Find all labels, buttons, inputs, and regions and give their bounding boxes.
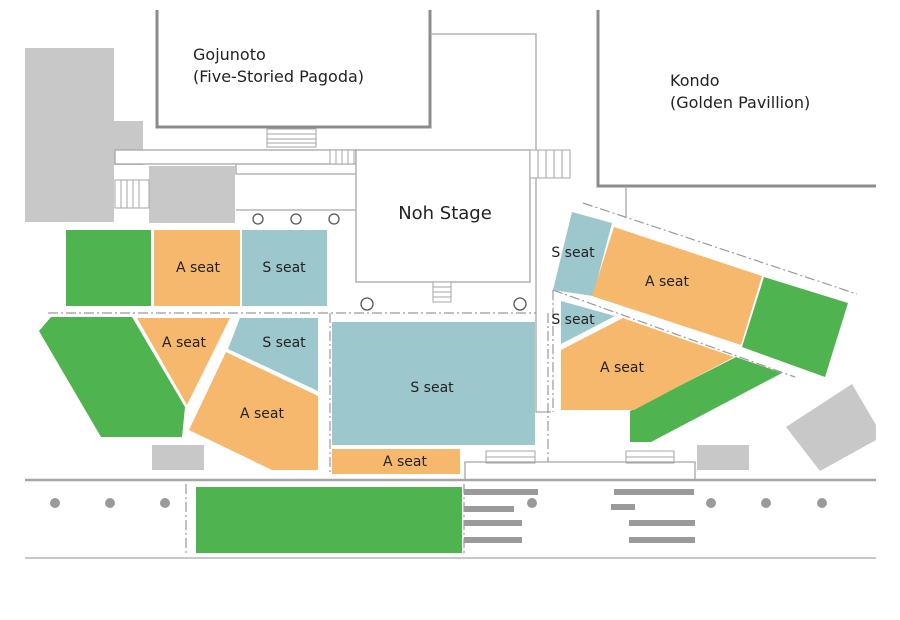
kondo-label: Kondo (670, 71, 720, 90)
boundary-line (582, 202, 858, 295)
seat-label: S seat (551, 312, 595, 328)
seat-label: A seat (176, 260, 221, 276)
gray-building-mid (149, 166, 235, 223)
gojunoto-label: Gojunoto (193, 45, 266, 64)
seat-label: A seat (645, 274, 690, 290)
green-area (630, 357, 782, 442)
seat-label: S seat (551, 245, 595, 261)
noh-stage (355, 149, 531, 283)
seat-label: S seat (262, 260, 306, 276)
a-seat-block[interactable] (189, 352, 318, 470)
gojunoto-subtitle: (Five-Storied Pagoda) (193, 67, 364, 86)
pillar (290, 213, 302, 225)
pillar (513, 297, 527, 311)
bench-group-left (464, 489, 538, 543)
stairs-bottom-2 (625, 450, 675, 464)
road-marker (761, 498, 771, 508)
seat-label: A seat (162, 335, 207, 351)
s-seat-block[interactable] (561, 301, 615, 344)
stairs-top (266, 128, 317, 148)
stairs-left (114, 179, 150, 209)
gray-building-right (786, 384, 876, 471)
road-marker (105, 498, 115, 508)
s-seat-block[interactable] (228, 318, 318, 391)
pillar (252, 213, 264, 225)
a-seat-block[interactable] (154, 230, 240, 306)
gray-block-bottom-right (697, 445, 749, 470)
boundary-line (552, 289, 796, 378)
noh-stage-label: Noh Stage (398, 203, 492, 224)
seat-label: S seat (410, 380, 454, 396)
gray-building-left (25, 48, 143, 222)
a-seat-block[interactable] (592, 227, 762, 345)
green-area (196, 487, 462, 553)
seat-label: A seat (383, 454, 428, 470)
stairs-stage (432, 281, 452, 303)
a-seat-block[interactable] (332, 449, 460, 474)
corridor (114, 149, 357, 165)
pillar (360, 297, 374, 311)
wall-line (535, 178, 551, 413)
s-seat-block[interactable] (242, 230, 327, 306)
road-marker (160, 498, 170, 508)
road-marker (706, 498, 716, 508)
wall-line (235, 164, 356, 175)
a-seat-block[interactable] (137, 318, 230, 405)
s-seat-block[interactable] (332, 322, 535, 445)
s-seat-block[interactable] (553, 212, 612, 296)
bench-group-right (611, 489, 695, 543)
gojunoto-building (155, 10, 432, 129)
stairs-right (529, 149, 571, 179)
kondo-subtitle: (Golden Pavillion) (670, 93, 810, 112)
stairs-bottom-1 (485, 450, 536, 464)
stairs-corridor (329, 149, 355, 165)
gray-block-bottom-left (152, 445, 204, 470)
road-marker (527, 498, 537, 508)
green-area (742, 277, 848, 377)
kondo-building (596, 10, 876, 188)
seat-label: A seat (240, 406, 285, 422)
green-area (39, 317, 185, 437)
green-area (66, 230, 151, 306)
seat-label: S seat (262, 335, 306, 351)
pillar (328, 213, 340, 225)
a-seat-block[interactable] (561, 318, 734, 410)
wall-line (430, 33, 537, 150)
road-marker (50, 498, 60, 508)
seat-label: A seat (600, 360, 645, 376)
road-marker (817, 498, 827, 508)
